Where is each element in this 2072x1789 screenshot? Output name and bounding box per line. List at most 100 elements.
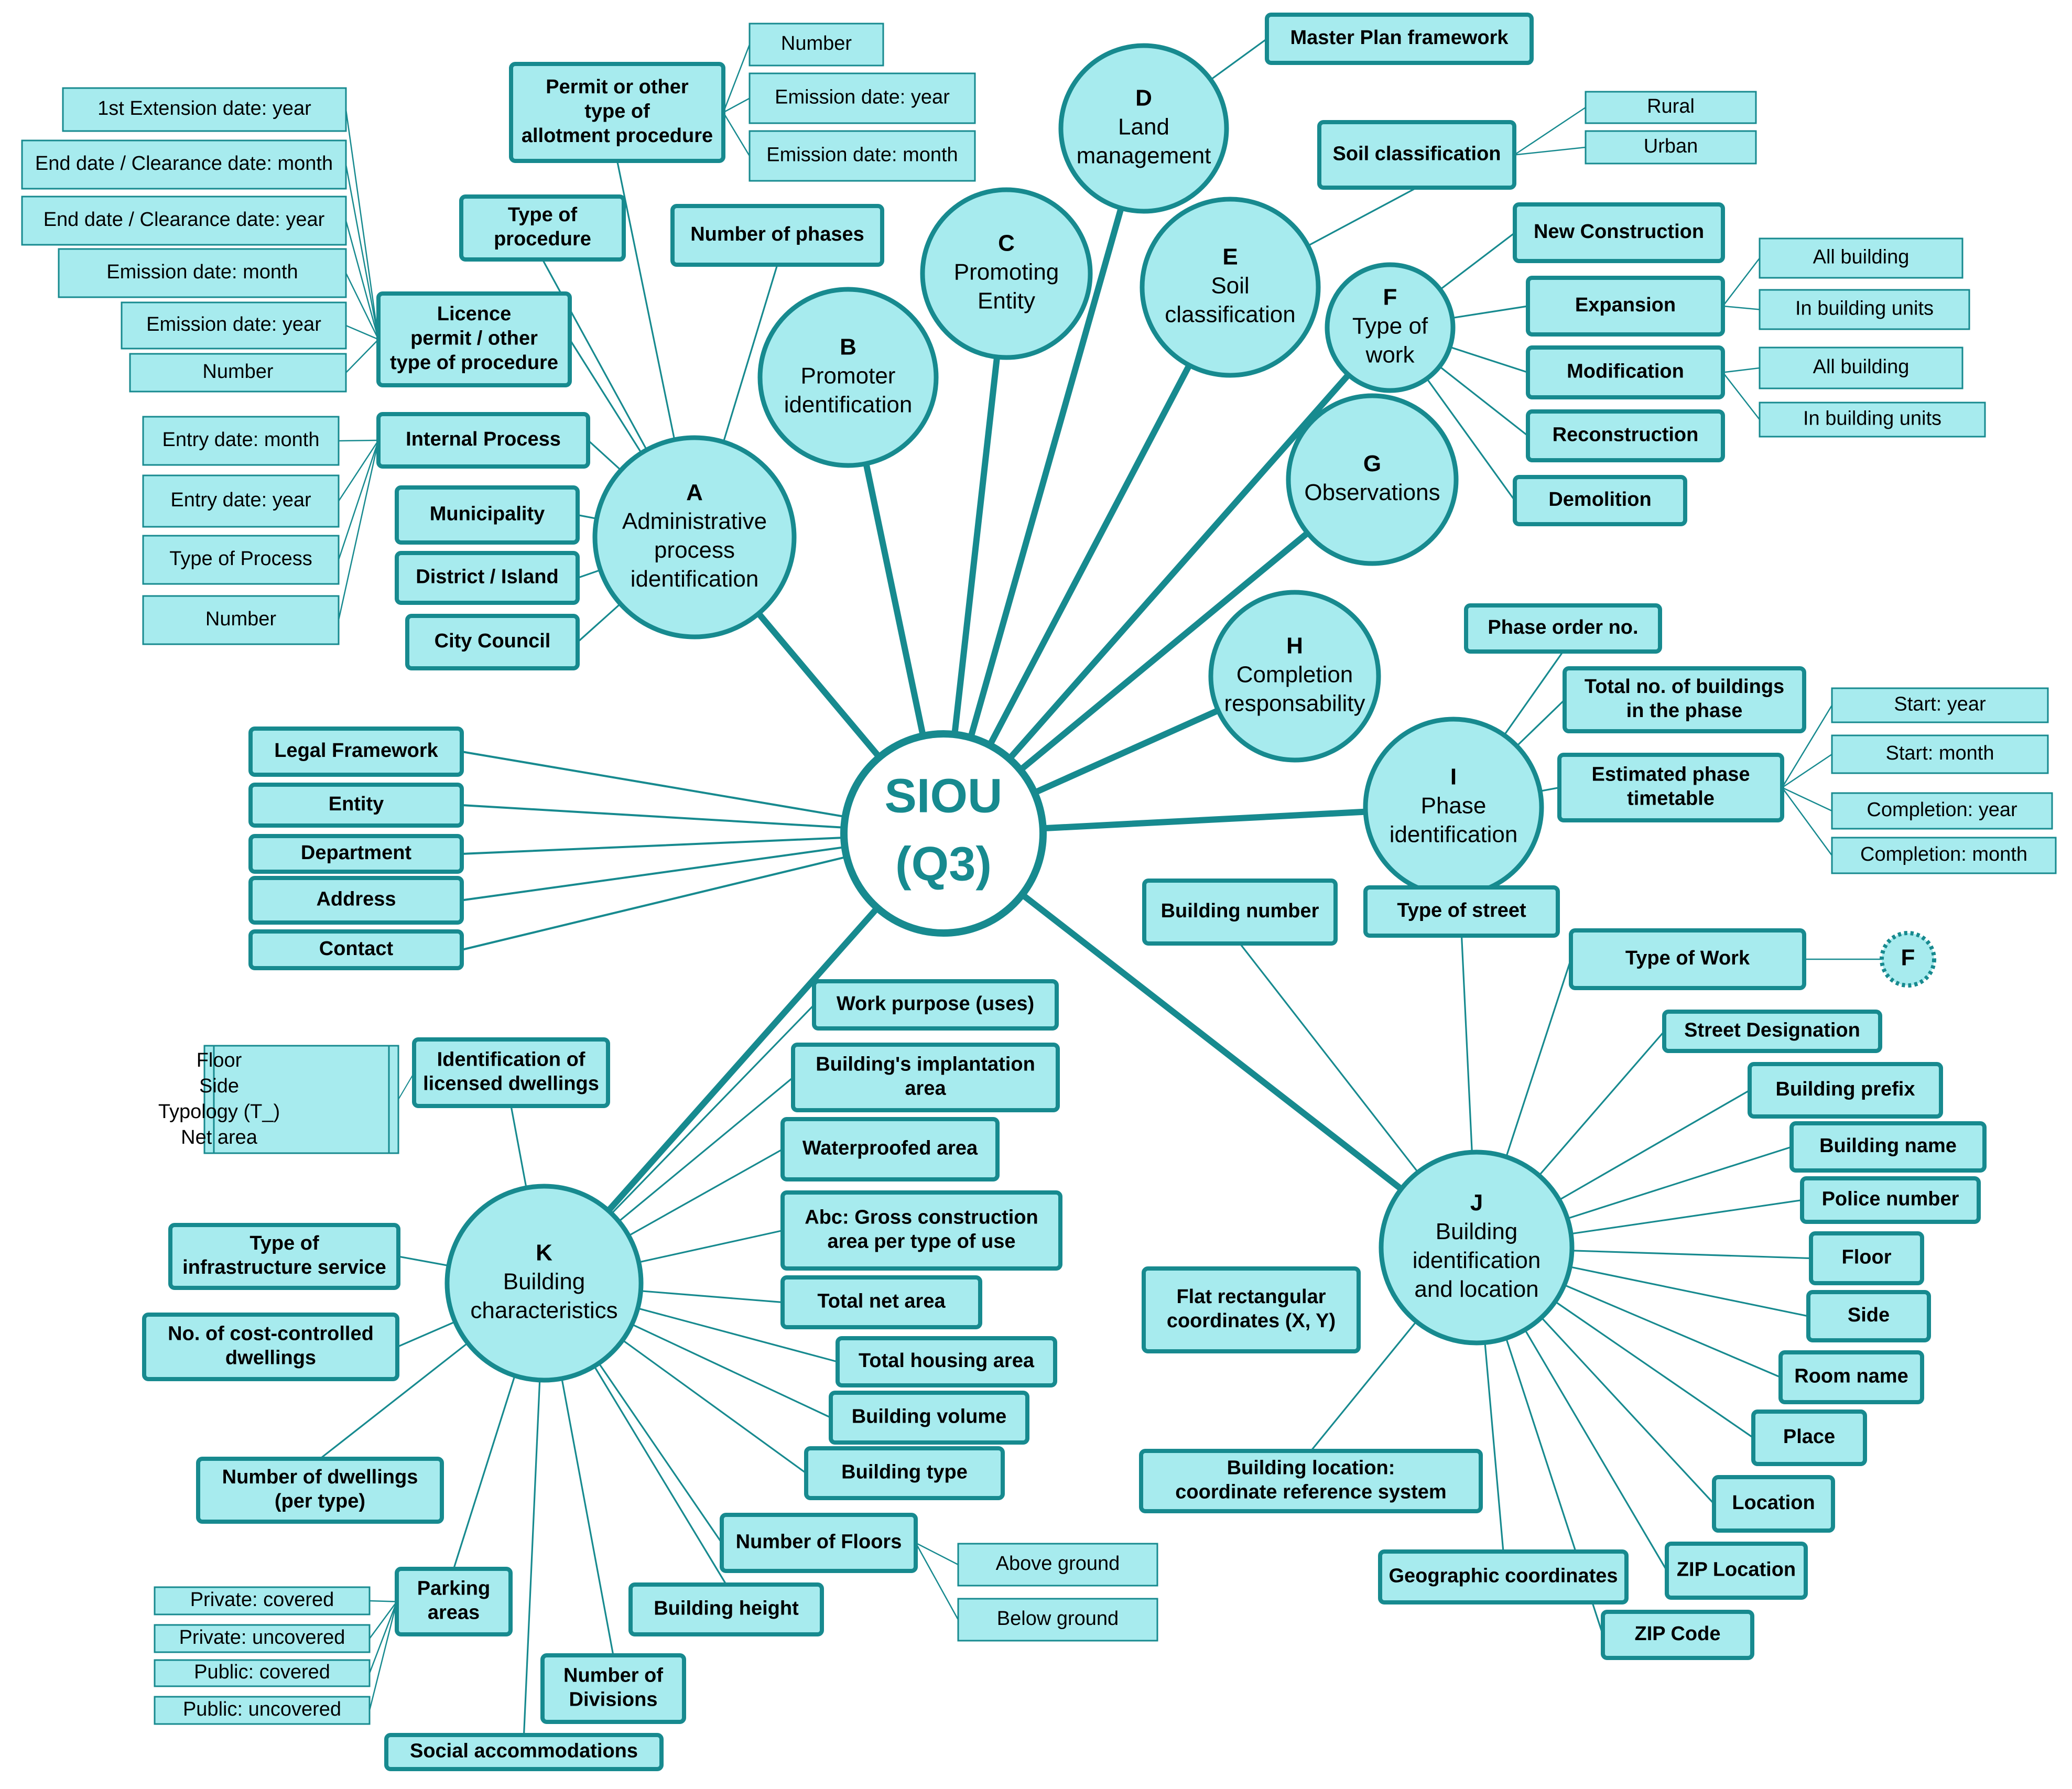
- box-j-prefix: Building prefix: [1748, 1062, 1943, 1119]
- list-item: Side: [199, 1075, 239, 1097]
- connector-line: [338, 439, 379, 442]
- circle-label-line: and location: [1414, 1276, 1538, 1302]
- box-k-height: Building height: [628, 1582, 824, 1636]
- node-text-line: Public: uncovered: [183, 1698, 341, 1720]
- node-text-line: Waterproofed area: [802, 1137, 978, 1159]
- connector-line: [1781, 704, 1833, 788]
- node-text-line: Place: [1783, 1426, 1835, 1448]
- circle-label-line: Building: [503, 1269, 585, 1295]
- node-text-line: permit / other: [410, 328, 538, 350]
- node-text-line: Entry date: year: [170, 489, 311, 511]
- box-shape: [1585, 91, 1757, 124]
- box-shape: [1265, 13, 1534, 65]
- connector-line: [722, 112, 751, 157]
- node-text-line: Building's implantation: [816, 1053, 1035, 1075]
- node-text-line: Work purpose (uses): [837, 993, 1034, 1015]
- box-a-int-type: Type of Process: [142, 535, 340, 585]
- box-b-entity: Entity: [248, 783, 464, 828]
- box-shape: [1665, 1542, 1808, 1600]
- circle-letter: J: [1470, 1190, 1483, 1216]
- box-a-int-number: Number: [142, 595, 340, 645]
- box-i-start-month: Start: month: [1831, 734, 2049, 774]
- node-text-line: coordinate reference system: [1175, 1481, 1446, 1503]
- box-k-priv-cov: Private: covered: [154, 1586, 371, 1615]
- circle-shape: [1140, 197, 1321, 378]
- box-shape: [142, 535, 340, 585]
- circle-shape: [1058, 43, 1229, 214]
- box-shape: [1789, 1121, 1987, 1173]
- box-i-start-year: Start: year: [1831, 687, 2049, 723]
- node-text-line: Building location:: [1227, 1457, 1395, 1479]
- box-i-comp-year: Completion: year: [1831, 792, 2053, 830]
- box-shape: [376, 412, 590, 469]
- node-text-line: Internal Process: [406, 428, 561, 450]
- box-shape: [1569, 928, 1806, 990]
- node-text-line: Private: uncovered: [179, 1627, 345, 1649]
- node-text-line: 1st Extension date: year: [97, 97, 311, 120]
- node-text-line: area per type of use: [827, 1231, 1015, 1253]
- node-text-line: End date / Clearance date: year: [44, 209, 325, 231]
- node-text-line: dwellings: [225, 1347, 316, 1369]
- connector-line: [915, 1542, 959, 1621]
- box-shape: [1831, 792, 2053, 830]
- connector-line: [1722, 367, 1761, 373]
- box-k-netarea: Total net area: [780, 1275, 982, 1329]
- box-a-permit-number: Number: [748, 23, 884, 67]
- box-shape: [58, 248, 347, 298]
- box-shape: [780, 1117, 1000, 1181]
- box-f-newcons: New Construction: [1513, 202, 1725, 263]
- node-text-line: No. of cost-controlled: [168, 1322, 374, 1345]
- box-shape: [748, 130, 976, 182]
- box-shape: [196, 1457, 444, 1524]
- box-j-typework: Type of Work: [1569, 928, 1806, 990]
- box-shape: [1317, 120, 1516, 190]
- circle-letter: B: [840, 334, 856, 360]
- connector-line: [940, 125, 1147, 837]
- circle-label-line: Observations: [1304, 480, 1440, 505]
- node-text-line: New Construction: [1534, 221, 1704, 243]
- connector-line: [345, 272, 379, 340]
- node-text-line: ZIP Code: [1635, 1623, 1721, 1645]
- box-shape: [248, 929, 464, 970]
- circle-shape: [1208, 590, 1381, 763]
- box-shape: [1557, 753, 1784, 822]
- node-text-line: District / Island: [416, 566, 558, 588]
- diagram-nodes: SIOU (Q3) AAdministrativeprocessidentifica…: [21, 13, 2057, 1771]
- box-shape: [121, 301, 347, 350]
- list-item: Typology (T_): [158, 1101, 280, 1123]
- box-f-demolition: Demolition: [1513, 475, 1687, 526]
- circle-label-line: characteristics: [470, 1298, 617, 1324]
- node-text-line: Start: year: [1894, 693, 1986, 715]
- connector-line: [1781, 753, 1833, 788]
- box-j-place: Place: [1751, 1409, 1867, 1466]
- connector-line: [1513, 146, 1587, 156]
- box-k-housing: Total housing area: [836, 1336, 1057, 1387]
- connector-line: [338, 439, 379, 502]
- connector-line: [368, 1601, 398, 1711]
- node-text-line: timetable: [1627, 788, 1715, 810]
- node-text-line: Completion: month: [1860, 843, 2027, 865]
- node-text-line: in the phase: [1626, 700, 1743, 722]
- box-j-room: Room name: [1778, 1350, 1924, 1404]
- circle-label-line: Promoter: [801, 363, 896, 389]
- node-text-line: Police number: [1822, 1188, 1959, 1210]
- node-text-line: Type of street: [1397, 899, 1526, 921]
- box-shape: [62, 87, 347, 132]
- node-text-line: Number of Floors: [736, 1531, 902, 1553]
- node-text-line: Address: [316, 888, 396, 910]
- node-text-line: Building name: [1819, 1135, 1957, 1157]
- node-text-line: Entity: [329, 793, 384, 815]
- circle-label-line: Type of: [1352, 313, 1428, 339]
- connector-line: [345, 324, 379, 340]
- hub-title-line1: SIOU: [885, 769, 1003, 822]
- circle-label-line: Entity: [978, 288, 1035, 314]
- box-shape: [1831, 734, 2049, 774]
- connector-line: [1513, 106, 1587, 156]
- hub-title-line2: (Q3): [895, 837, 992, 891]
